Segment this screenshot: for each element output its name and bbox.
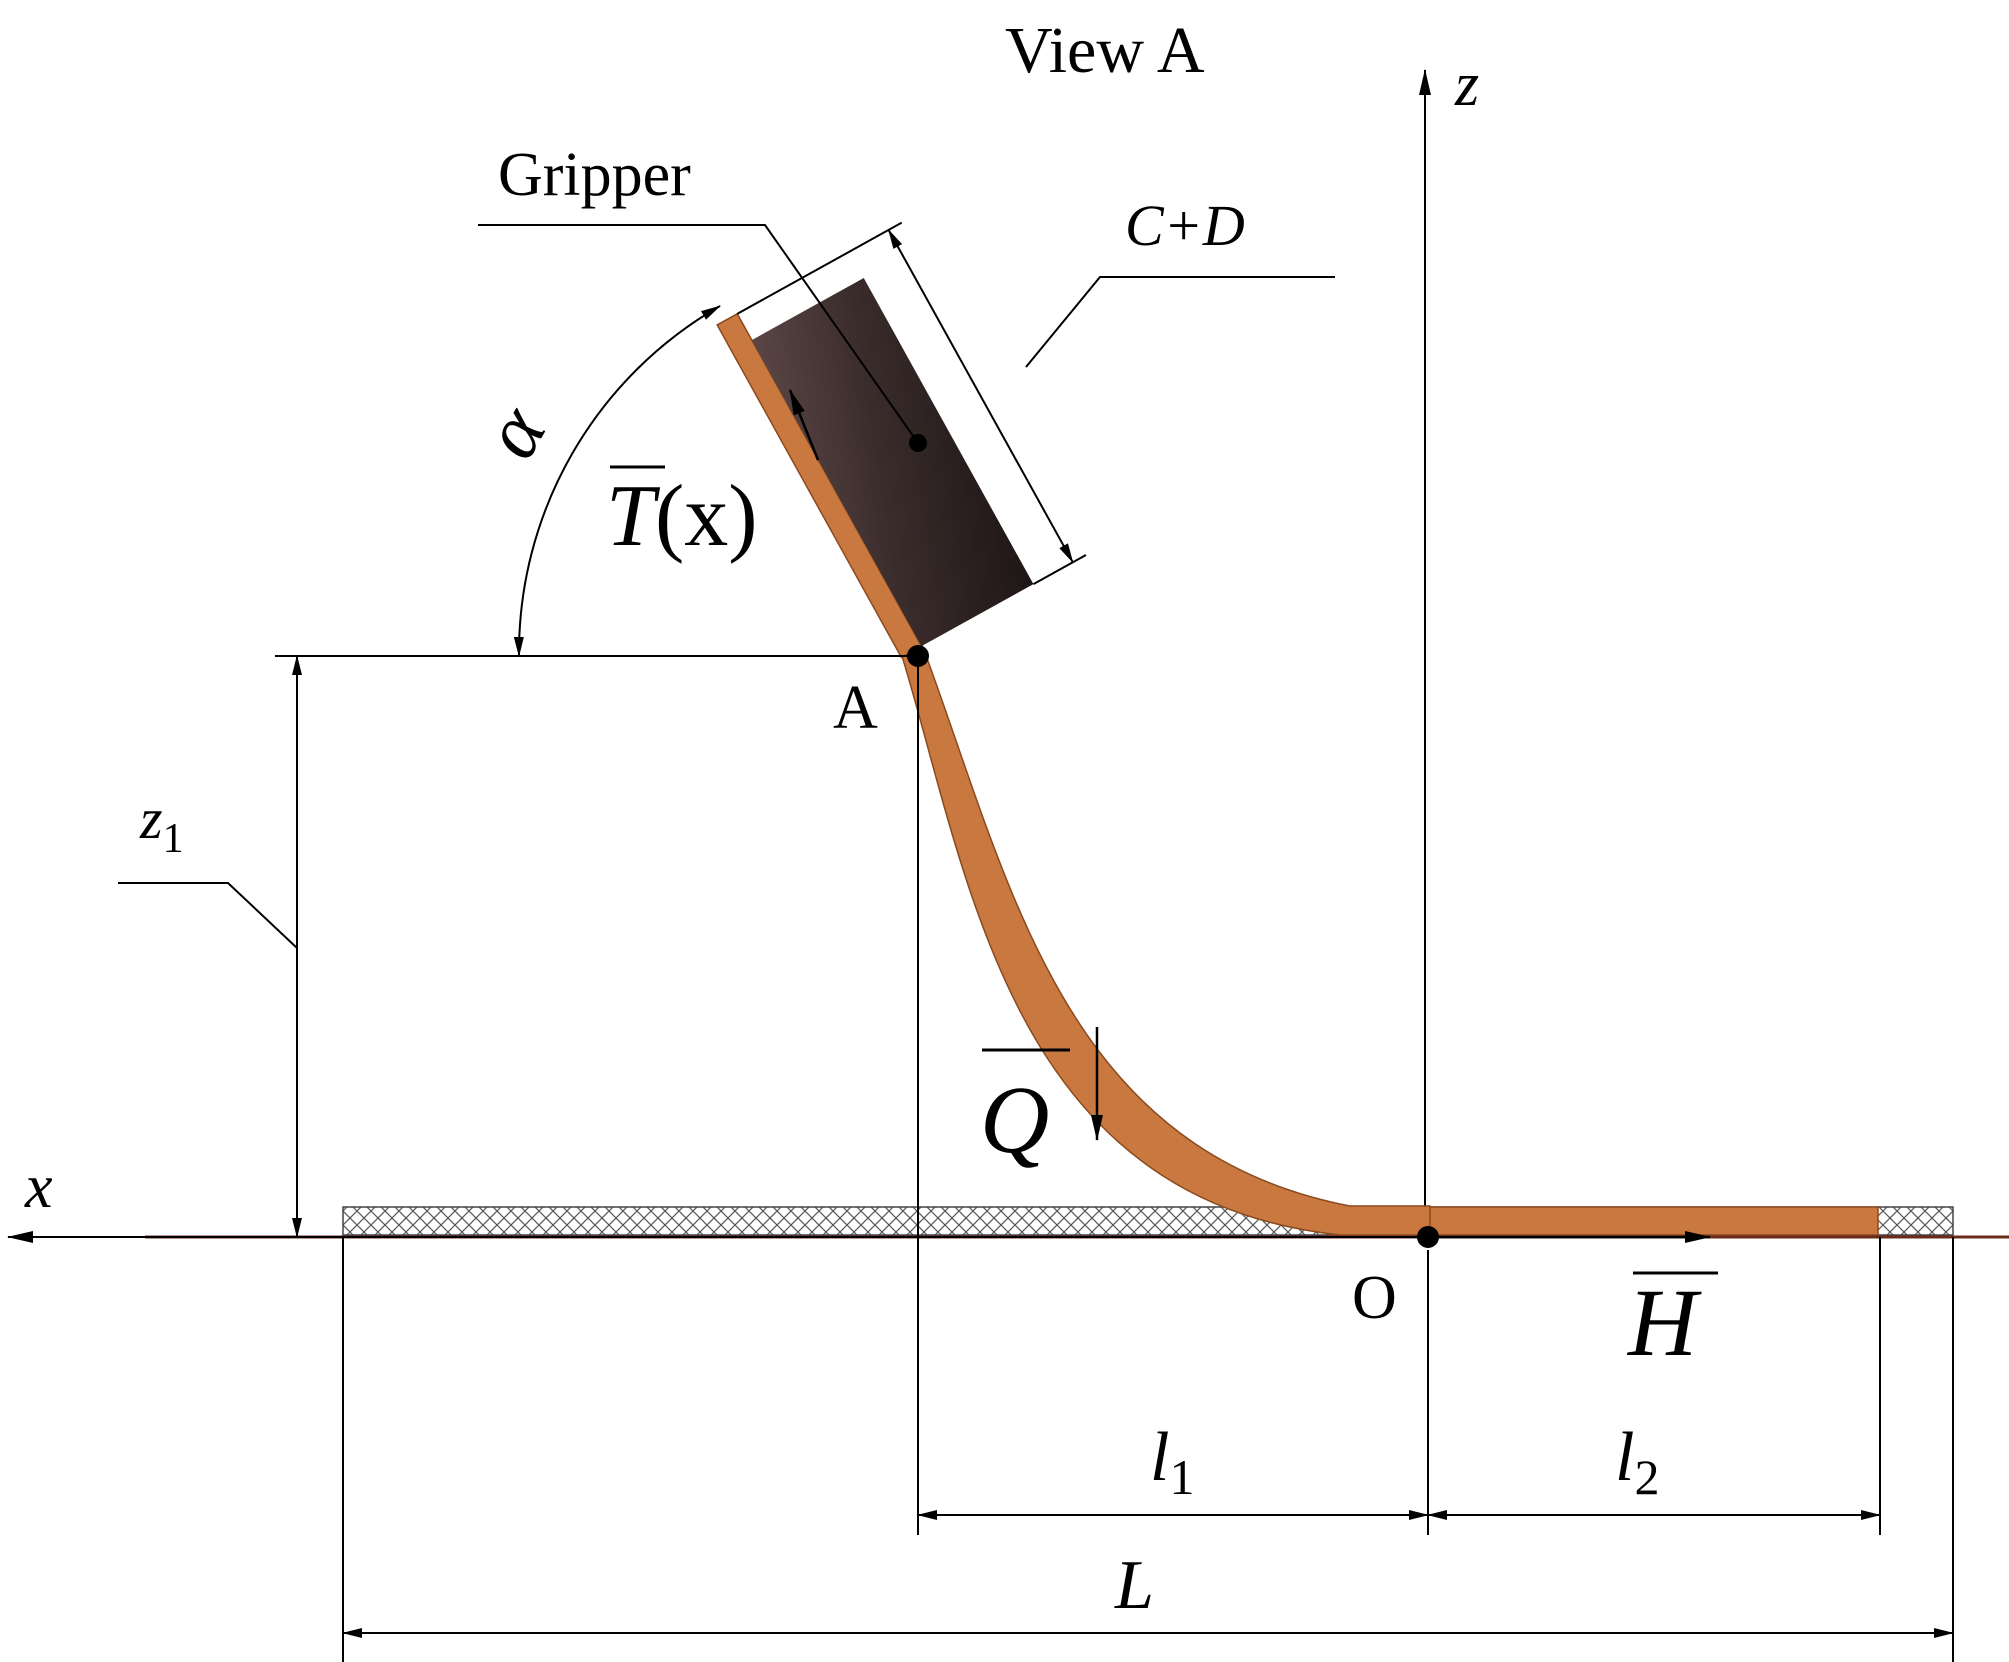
gripper-dimension-line [887, 229, 1074, 564]
origin-dot [1417, 1226, 1439, 1248]
gripper-center-dot [909, 434, 927, 452]
l2-subscript: 2 [1634, 1449, 1659, 1505]
x-axis-label: x [24, 1153, 53, 1221]
height-label: z1 [139, 786, 184, 862]
origin-label: O [1352, 1264, 1397, 1332]
z-axis-label: z [1454, 51, 1479, 119]
height-leader [118, 882, 298, 949]
tension-label: T(x) [606, 468, 758, 565]
tension-arrow [788, 389, 820, 461]
tension-symbol: T [606, 468, 661, 565]
horizontal-force-label: H [1626, 1269, 1702, 1376]
l2-symbol: l [1615, 1419, 1634, 1496]
size-leader [1025, 276, 1335, 368]
total-length-label: L [1114, 1547, 1154, 1624]
gripper-dim-tick-bottom [1032, 554, 1087, 586]
l1-label: l1 [1150, 1419, 1194, 1505]
angle-label: α [466, 390, 564, 472]
tape-curve [901, 640, 1431, 1236]
gripper-size-label: C+D [1125, 193, 1245, 258]
gripper-assembly [716, 221, 1087, 659]
l1-subscript: 1 [1169, 1449, 1194, 1505]
point-a-dot [907, 645, 929, 667]
l2-label: l2 [1615, 1419, 1659, 1505]
angle-arc [513, 305, 721, 657]
l1-symbol: l [1150, 1419, 1169, 1496]
tension-argument: (x) [655, 468, 758, 565]
point-a-label: A [833, 674, 878, 742]
gripper-label: Gripper [498, 141, 691, 209]
gripper-dim-tick-top [736, 221, 903, 315]
height-symbol: z [139, 786, 163, 851]
weight-label: Q [980, 1066, 1049, 1173]
height-subscript: 1 [163, 816, 184, 862]
gripper-leader [478, 224, 919, 444]
view-title: View A [1005, 14, 1205, 87]
